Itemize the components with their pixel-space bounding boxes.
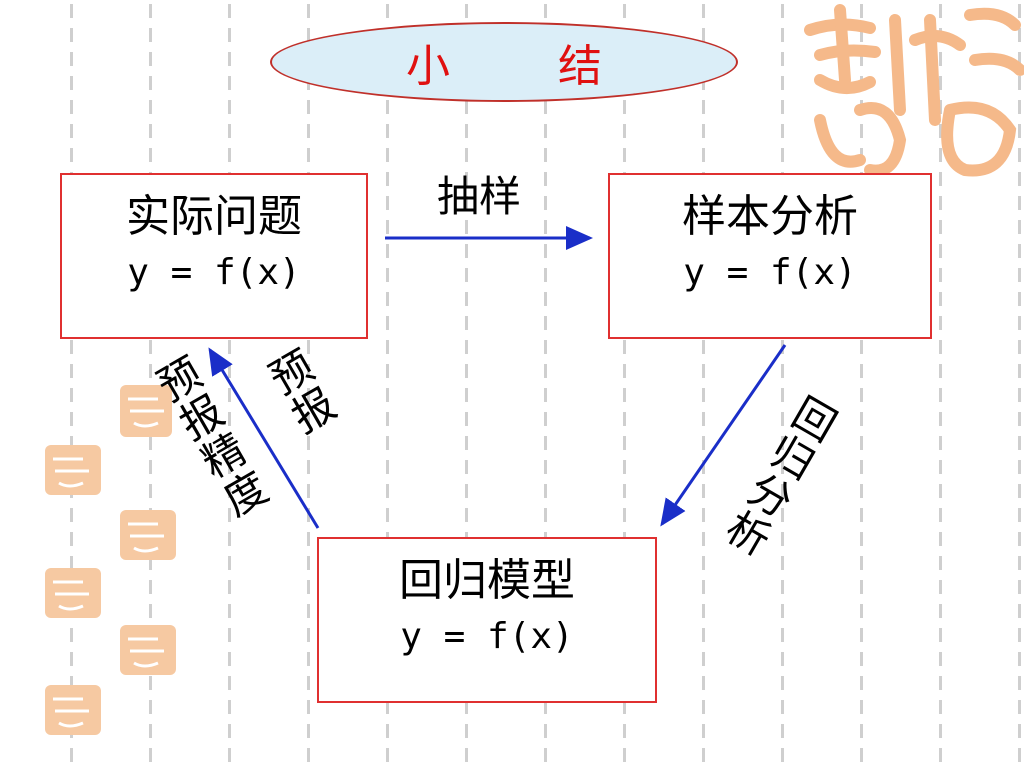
page-title: 小结 (406, 41, 710, 92)
node-actual-name: 实际问题 (126, 191, 302, 242)
node-model-name: 回归模型 (399, 555, 575, 606)
node-regression-model: 回归模型 y = f(x) (317, 537, 657, 703)
node-sample-formula: y = f(x) (683, 252, 857, 293)
stamp-5 (120, 625, 176, 675)
auspicious-logo (804, 4, 1024, 177)
stamp-4 (45, 568, 101, 618)
node-model-formula: y = f(x) (400, 616, 574, 657)
title-banner: 小结 (270, 22, 738, 102)
node-actual-formula: y = f(x) (127, 252, 301, 293)
node-actual-problem: 实际问题 y = f(x) (60, 173, 368, 339)
stamp-3 (120, 510, 176, 560)
node-sample-analysis: 样本分析 y = f(x) (608, 173, 932, 339)
stamp-6 (45, 685, 101, 735)
arrow-regression (660, 344, 787, 527)
arrow-forecast (208, 347, 320, 529)
stamp-2 (45, 445, 101, 495)
stamp-1 (120, 385, 172, 437)
node-sample-name: 样本分析 (682, 191, 858, 242)
edge-label-sampling: 抽样 (437, 172, 522, 221)
